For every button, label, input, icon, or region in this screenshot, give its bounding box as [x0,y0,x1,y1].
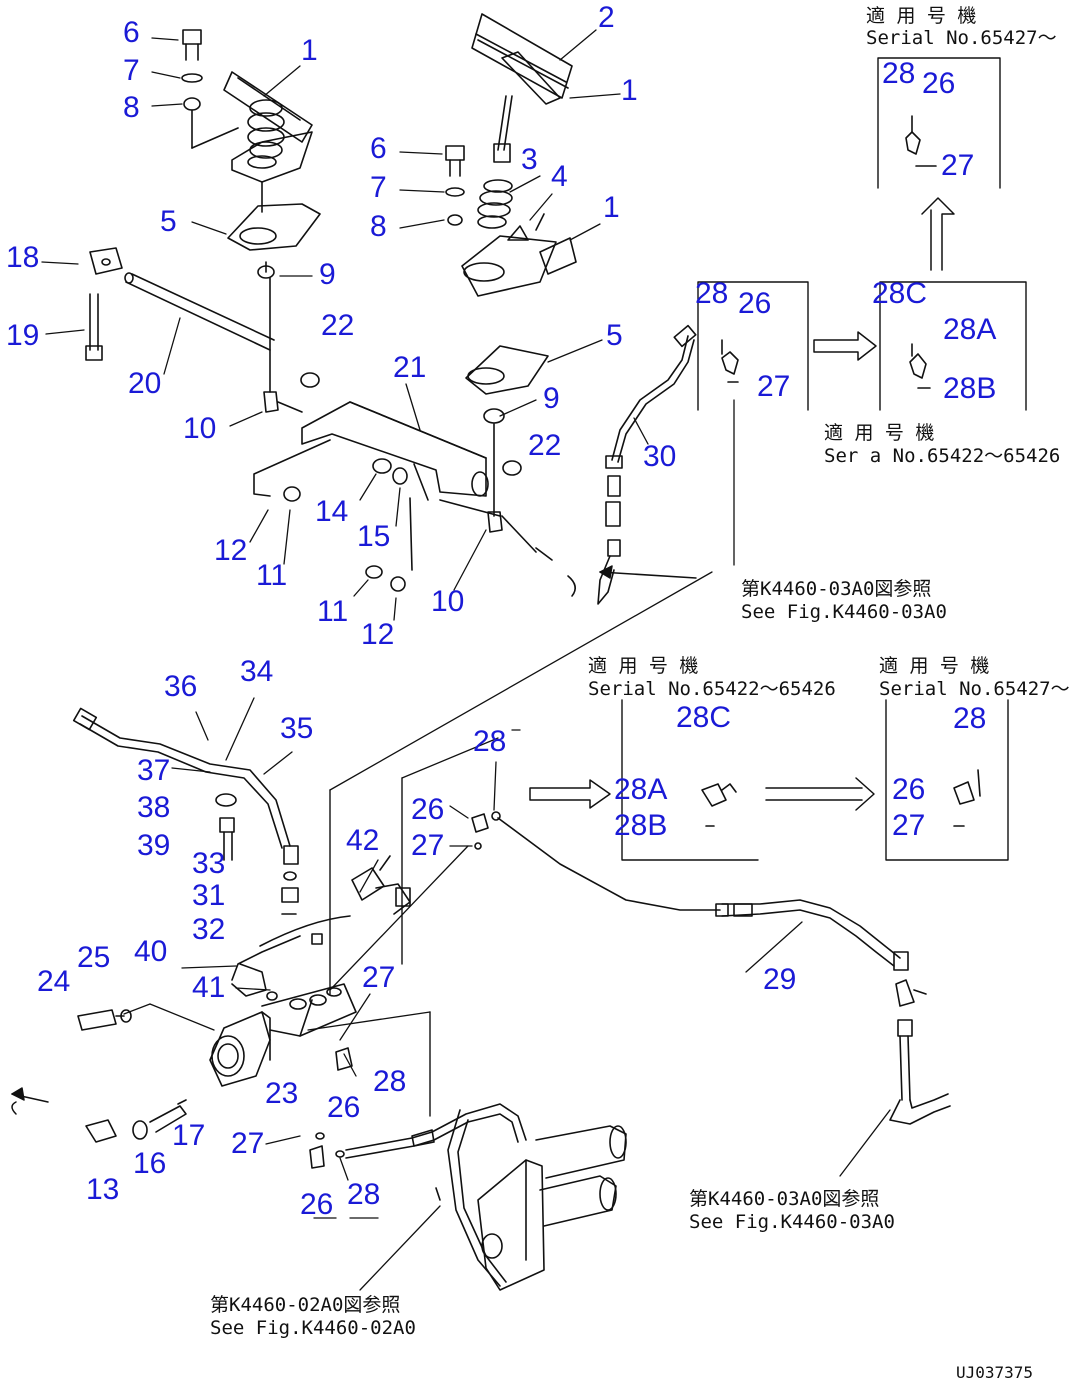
callout-16: 16 [133,1147,167,1180]
serial-note-top: Serial No.65427～ [866,27,1057,49]
callout-28: 28 [373,1065,407,1098]
callout-11: 11 [317,595,349,628]
callout-28c: 28C [872,277,928,310]
serial-note-mid-jp: 適 用 号 機 [824,422,935,444]
see-fig-note-top-jp: 第K4460-03A0図参照 [741,578,932,600]
callout-26: 26 [300,1188,334,1221]
callout-15: 15 [357,520,391,553]
callout-7: 7 [370,171,387,204]
callout-9: 9 [319,258,336,291]
callout-32: 32 [192,913,226,946]
callout-28: 28 [695,277,729,310]
callout-20: 20 [128,367,162,400]
see-fig-note-right-jp: 第K4460-03A0図参照 [689,1188,880,1210]
callout-28a: 28A [614,773,668,806]
callout-26: 26 [922,67,956,100]
callout-8: 8 [370,210,387,243]
callout-27: 27 [941,149,975,182]
callout-39: 39 [137,829,171,862]
callout-1: 1 [603,191,620,224]
serial-note-right-jp: 適 用 号 機 [879,655,990,677]
callout-33: 33 [192,847,226,880]
callout-7: 7 [123,54,140,87]
callout-5: 5 [160,205,177,238]
callout-35: 35 [280,712,314,745]
callout-26: 26 [738,287,772,320]
callout-12: 12 [361,618,395,651]
callout-19: 19 [6,319,40,352]
callout-23: 23 [265,1077,299,1110]
callout-22: 22 [321,309,355,342]
callout-6: 6 [370,132,387,165]
callout-10: 10 [431,585,465,618]
callout-27: 27 [362,961,396,994]
callout-24: 24 [37,965,71,998]
callout-10: 10 [183,412,217,445]
callout-38: 38 [137,791,171,824]
serial-note-top-jp: 適 用 号 機 [866,5,977,27]
callout-27: 27 [892,809,926,842]
callout-42: 42 [346,824,380,857]
callout-40: 40 [134,935,168,968]
callout-27: 27 [411,829,445,862]
see-fig-note-bottom: See Fig.K4460-02A0 [210,1317,416,1339]
callout-28: 28 [347,1178,381,1211]
callout-18: 18 [6,241,40,274]
callout-28c: 28C [676,701,732,734]
callout-26: 26 [411,793,445,826]
callout-28a: 28A [943,313,997,346]
callout-28b: 28B [943,372,997,405]
left-pedal-assembly [181,29,321,413]
serial-note-left-jp: 適 用 号 機 [588,655,699,677]
detail-frames [329,57,1027,1117]
callout-11: 11 [256,559,288,592]
callout-30: 30 [643,440,677,473]
callout-1: 1 [301,34,318,67]
callout-22: 22 [528,429,562,462]
see-fig-note-top: See Fig.K4460-03A0 [741,601,947,623]
callout-34: 34 [240,655,274,688]
callout-28: 28 [953,702,987,735]
right-pedal-assembly [445,13,577,597]
callout-28b: 28B [614,809,668,842]
callout-27: 27 [231,1127,265,1160]
callout-25: 25 [77,941,111,974]
callout-37: 37 [137,754,171,787]
shaft-bracket [85,247,522,592]
see-fig-note-right: See Fig.K4460-03A0 [689,1211,895,1233]
drawing-code: UJ037375 [956,1363,1034,1382]
serial-note-mid: Ser a No.65422～65426 [824,445,1061,467]
callout-2: 2 [598,1,615,34]
callout-13: 13 [86,1173,120,1206]
lower-assembly [72,707,951,1291]
callout-8: 8 [123,91,140,124]
callout-1: 1 [621,74,638,107]
callout-5: 5 [606,319,623,352]
callout-9: 9 [543,382,560,415]
callout-3: 3 [521,143,538,176]
callout-27: 27 [757,370,791,403]
serial-note-left: Serial No.65422～65426 [588,678,836,700]
callout-28: 28 [473,725,507,758]
callout-26: 26 [892,773,926,806]
arrows [11,197,955,1115]
callout-6: 6 [123,16,140,49]
callout-17: 17 [172,1119,206,1152]
leader-lines [41,29,891,1291]
detail-hardware [701,115,981,827]
callout-26: 26 [327,1091,361,1124]
serial-note-right: Serial No.65427～ [879,678,1070,700]
callout-29: 29 [763,963,797,996]
callout-28: 28 [882,57,916,90]
callout-14: 14 [315,495,349,528]
callout-31: 31 [192,879,226,912]
callout-4: 4 [551,160,568,193]
callout-41: 41 [192,971,226,1004]
callout-36: 36 [164,670,198,703]
callout-12: 12 [214,534,248,567]
callout-21: 21 [393,351,427,384]
see-fig-note-bottom-jp: 第K4460-02A0図参照 [210,1294,401,1316]
